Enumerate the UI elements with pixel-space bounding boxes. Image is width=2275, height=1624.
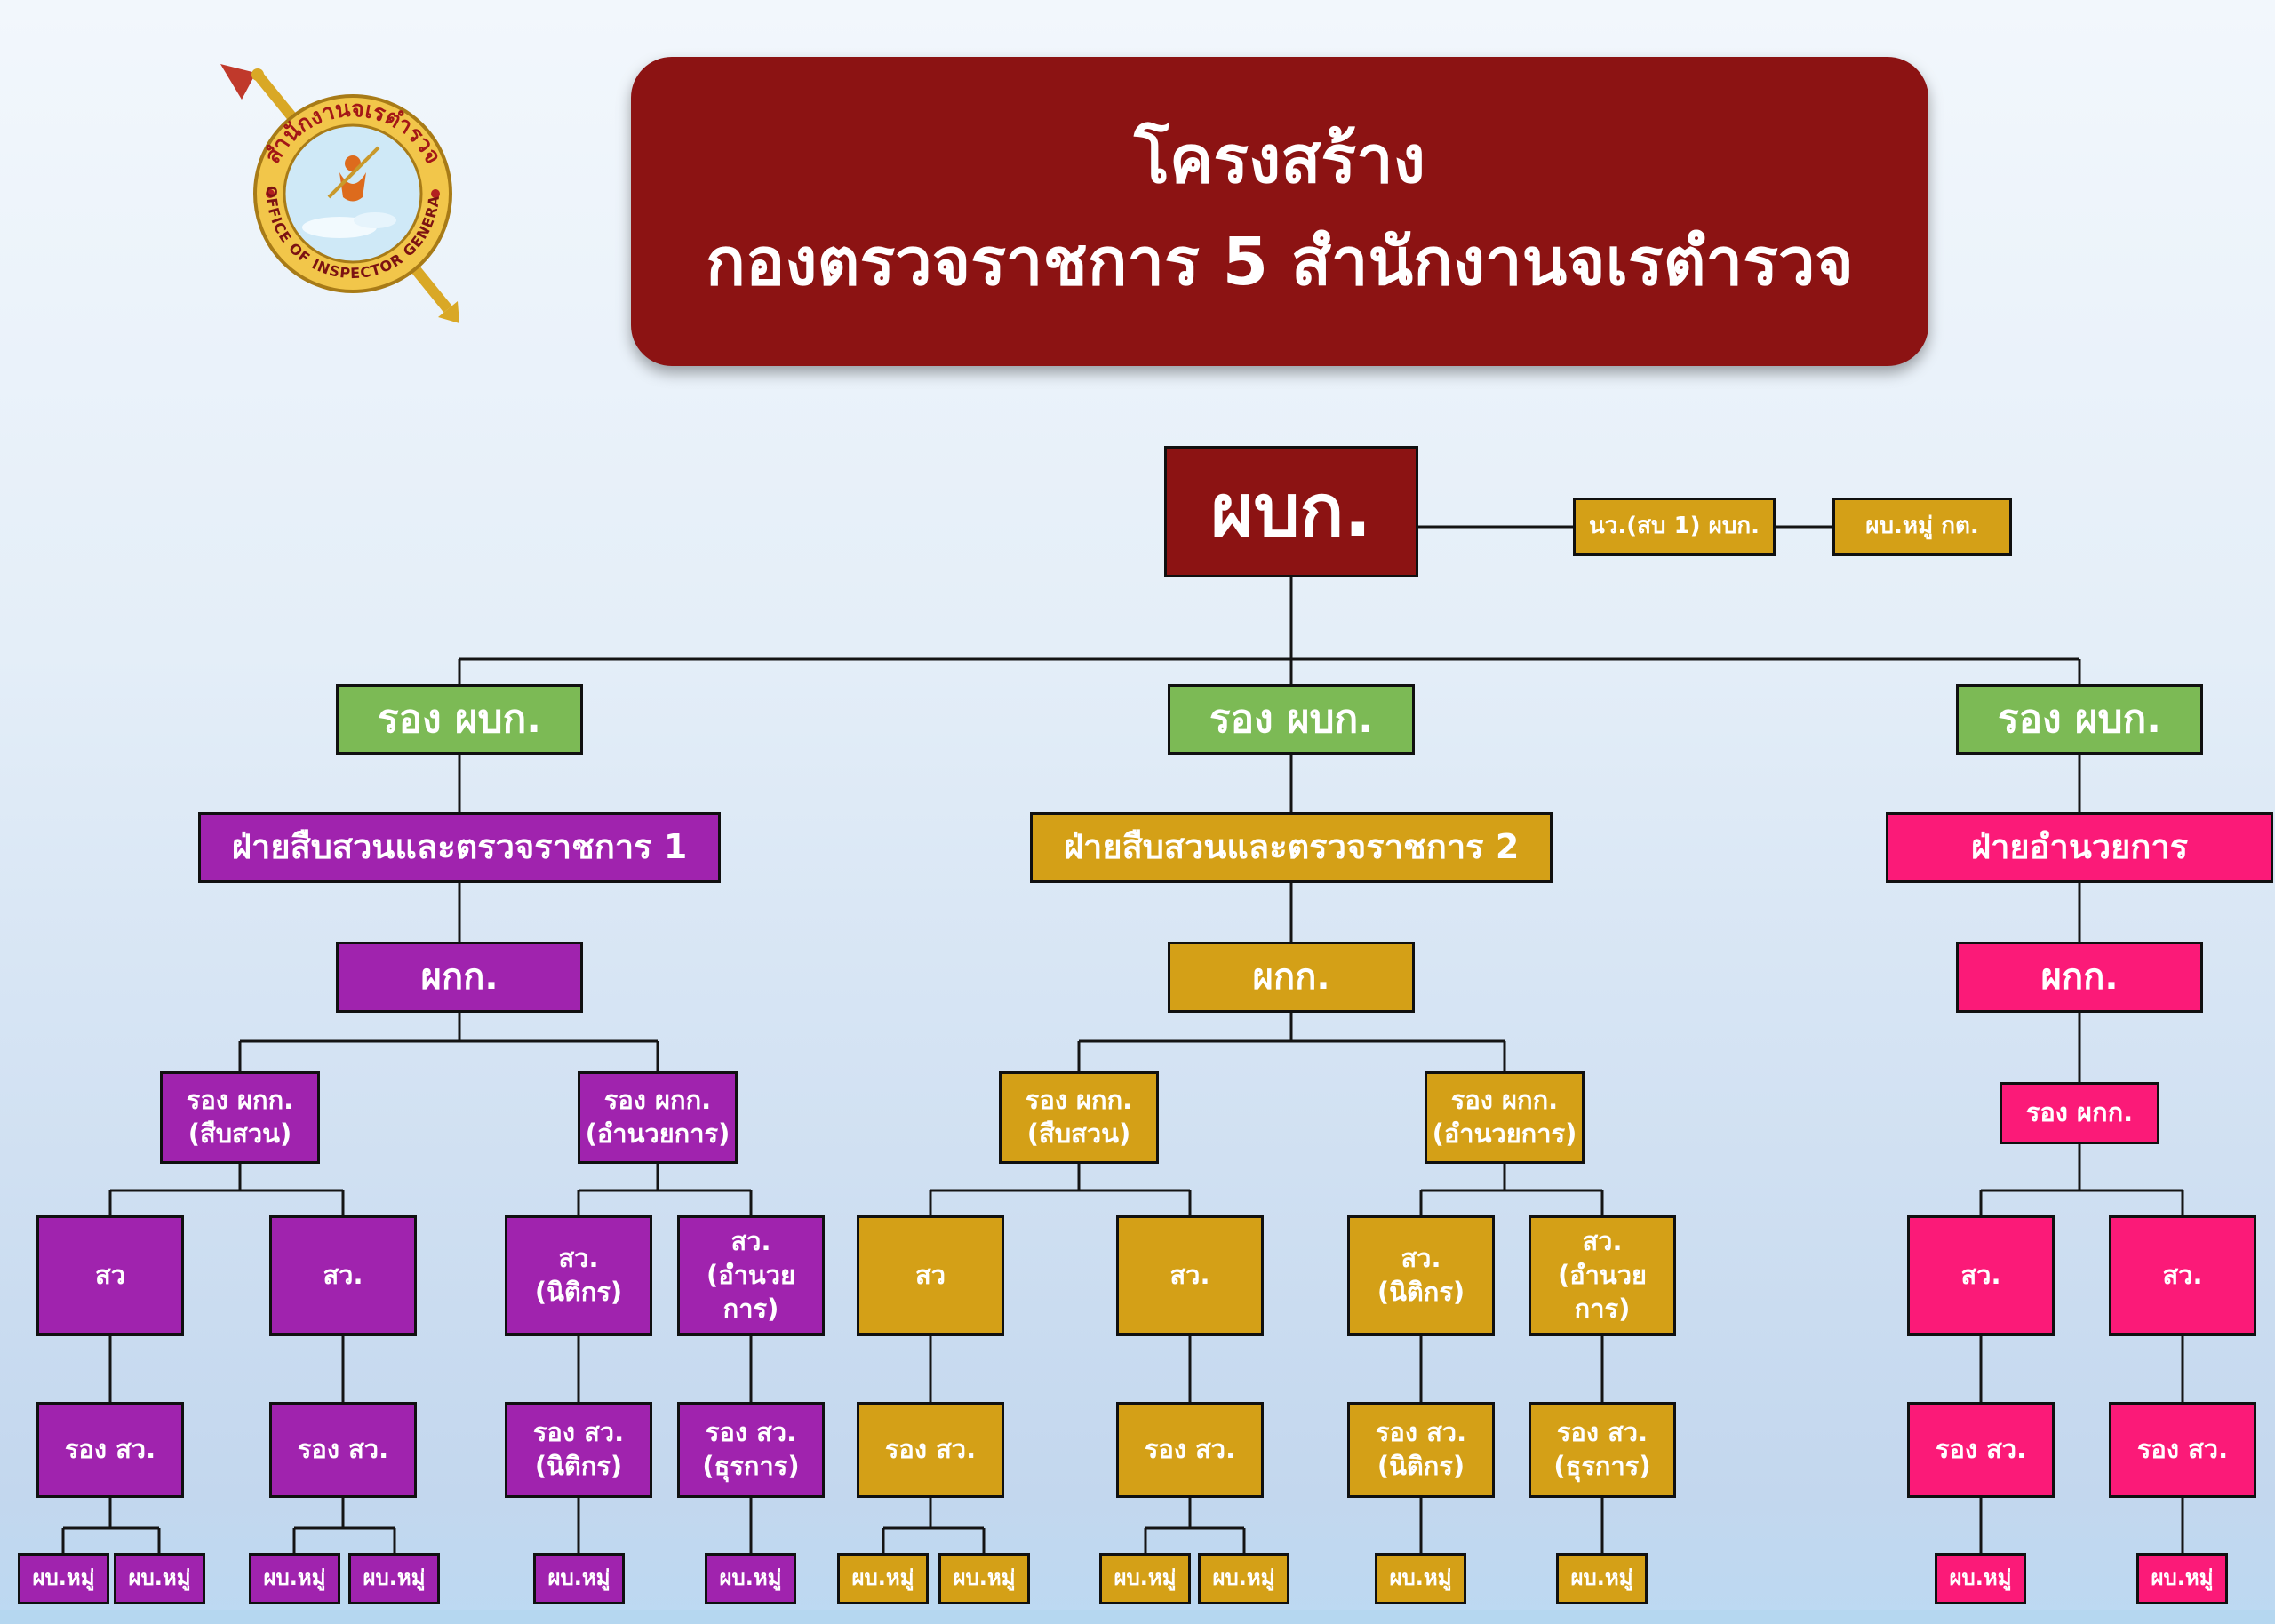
agency-logo: สำนักงานจเรตำรวจ OFFICE OF INSPECTOR GEN…: [206, 43, 459, 323]
node-inspector-2-4: สว. (อำนวยการ): [1529, 1215, 1676, 1336]
node-label: (นิติกร): [1377, 1451, 1465, 1481]
node-squad-leader-1-6: ผบ.หมู่: [705, 1553, 796, 1604]
node-label: (อำนวยการ): [1432, 1118, 1577, 1149]
node-label: (นิติกร): [534, 1451, 623, 1481]
node-deputy-inspector-3-2: รอง สว.: [2109, 1402, 2256, 1498]
node-squad-leader-1-5: ผบ.หมู่: [533, 1553, 625, 1604]
node-label: รอง สว.: [1556, 1417, 1648, 1448]
node-label: สว.: [1401, 1243, 1441, 1274]
node-label: รอง สว.: [532, 1417, 625, 1448]
node-label: สว.: [730, 1226, 771, 1257]
node-squad-leader-2-1: ผบ.หมู่: [837, 1553, 929, 1604]
node-label: รอง ผกก.: [186, 1085, 294, 1116]
node-label: (อำนวยการ): [585, 1118, 730, 1149]
node-label: รอง ผกก.: [1450, 1085, 1559, 1116]
node-deputy-inspector-1-2: รอง สว.: [269, 1402, 417, 1498]
node-squad-leader-2-3: ผบ.หมู่: [1099, 1553, 1191, 1604]
node-deputy-inspector-1-1: รอง สว.: [36, 1402, 184, 1498]
page-title: โครงสร้าง กองตรวจราชการ 5 สำนักงานจเรตำร…: [631, 57, 1928, 366]
node-squad-leader-1-1: ผบ.หมู่: [18, 1553, 109, 1604]
node-squad-leader-1-4: ผบ.หมู่: [348, 1553, 440, 1604]
node-label: (นิติกร): [1377, 1277, 1465, 1307]
node-label: รอง สว.: [884, 1434, 977, 1465]
node-division-2: ฝ่ายสืบสวนและตรวจราชการ 2: [1030, 812, 1553, 883]
node-deputy-inspector-1-3: รอง สว. (นิติกร): [505, 1402, 652, 1498]
title-line2: กองตรวจราชการ 5 สำนักงานจเรตำรวจ: [706, 224, 1854, 300]
node-deputy-inspector-2-3: รอง สว. (นิติกร): [1347, 1402, 1495, 1498]
node-squad-leader-3-2: ผบ.หมู่: [2136, 1553, 2228, 1604]
node-deputy-inspector-3-1: รอง สว.: [1907, 1402, 2055, 1498]
node-label: รอง สว.: [2136, 1434, 2229, 1465]
deity-figure-icon: [302, 146, 396, 238]
node-label: รอง สว.: [1935, 1434, 2027, 1465]
node-deputy-inspector-1-4: รอง สว. (ธุรการ): [677, 1402, 825, 1498]
node-label: สว.: [558, 1243, 599, 1274]
node-deputy-superintendent-2-2: รอง ผกก. (อำนวยการ): [1425, 1071, 1585, 1164]
node-label: สว.: [2162, 1260, 2203, 1291]
node-inspector-1-2: สว.: [269, 1215, 417, 1336]
node-inspector-2-3: สว. (นิติกร): [1347, 1215, 1495, 1336]
node-label: (อำนวยการ): [1557, 1260, 1648, 1324]
node-inspector-2-1: สว: [857, 1215, 1004, 1336]
node-label: รอง สว.: [1375, 1417, 1467, 1448]
node-label: รอง สว.: [64, 1434, 156, 1465]
node-inspector-3-1: สว.: [1907, 1215, 2055, 1336]
node-squad-leader-1-2: ผบ.หมู่: [114, 1553, 205, 1604]
node-label: รอง ผกก.: [1025, 1085, 1133, 1116]
title-line1: โครงสร้าง: [1134, 122, 1425, 199]
node-inspector-1-1: สว: [36, 1215, 184, 1336]
node-label: สว: [915, 1260, 946, 1291]
node-commander: ผบก.: [1164, 446, 1418, 577]
node-label: (ธุรการ): [702, 1451, 800, 1481]
bottom-strip: [0, 1610, 2275, 1624]
node-label: รอง สว.: [1144, 1434, 1236, 1465]
node-label: รอง ผกก.: [2025, 1097, 2134, 1128]
node-label: (ธุรการ): [1553, 1451, 1651, 1481]
node-inspector-3-2: สว.: [2109, 1215, 2256, 1336]
node-superintendent-1: ผกก.: [336, 942, 583, 1013]
node-inspector-2-2: สว.: [1116, 1215, 1264, 1336]
node-deputy-commander-2: รอง ผบก.: [1168, 684, 1415, 755]
node-label: สว.: [1960, 1260, 2001, 1291]
node-aide: นว.(สบ 1) ผบก.: [1573, 498, 1776, 556]
node-label: สว.: [1582, 1226, 1623, 1257]
node-deputy-superintendent-1-2: รอง ผกก. (อำนวยการ): [578, 1071, 738, 1164]
node-inspector-1-3: สว. (นิติกร): [505, 1215, 652, 1336]
node-squad-leader-2-4: ผบ.หมู่: [1198, 1553, 1289, 1604]
node-division-3: ฝ่ายอำนวยการ: [1886, 812, 2273, 883]
node-clerk: ผบ.หมู่ กต.: [1832, 498, 2012, 556]
node-label: (นิติกร): [534, 1277, 623, 1307]
node-squad-leader-1-3: ผบ.หมู่: [249, 1553, 340, 1604]
node-squad-leader-2-2: ผบ.หมู่: [938, 1553, 1030, 1604]
node-deputy-inspector-2-4: รอง สว. (ธุรการ): [1529, 1402, 1676, 1498]
node-inspector-1-4: สว. (อำนวยการ): [677, 1215, 825, 1336]
node-squad-leader-2-5: ผบ.หมู่: [1375, 1553, 1466, 1604]
node-division-1: ฝ่ายสืบสวนและตรวจราชการ 1: [198, 812, 721, 883]
node-label: (อำนวยการ): [706, 1260, 796, 1324]
node-squad-leader-3-1: ผบ.หมู่: [1935, 1553, 2026, 1604]
node-label: (สืบสวน): [188, 1118, 292, 1149]
node-superintendent-2: ผกก.: [1168, 942, 1415, 1013]
node-label: (สืบสวน): [1026, 1118, 1131, 1149]
node-deputy-superintendent-1-1: รอง ผกก. (สืบสวน): [160, 1071, 320, 1164]
node-label: รอง ผกก.: [603, 1085, 712, 1116]
node-superintendent-3: ผกก.: [1956, 942, 2203, 1013]
node-label: สว.: [323, 1260, 363, 1291]
node-deputy-commander-3: รอง ผบก.: [1956, 684, 2203, 755]
node-label: รอง สว.: [705, 1417, 797, 1448]
node-deputy-inspector-2-1: รอง สว.: [857, 1402, 1004, 1498]
node-deputy-superintendent-2-1: รอง ผกก. (สืบสวน): [999, 1071, 1159, 1164]
node-label: สว.: [1169, 1260, 1210, 1291]
node-squad-leader-2-6: ผบ.หมู่: [1556, 1553, 1648, 1604]
node-label: สว: [95, 1260, 125, 1291]
node-label: รอง สว.: [297, 1434, 389, 1465]
node-deputy-superintendent-3-1: รอง ผกก.: [2000, 1082, 2159, 1144]
node-deputy-inspector-2-2: รอง สว.: [1116, 1402, 1264, 1498]
node-deputy-commander-1: รอง ผบก.: [336, 684, 583, 755]
